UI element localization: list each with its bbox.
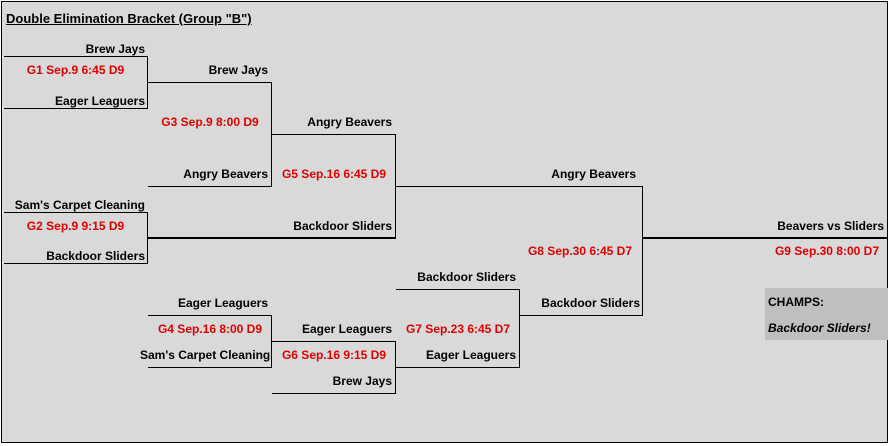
g5-connector <box>395 134 396 238</box>
g8-game-label: G8 Sep.30 6:45 D7 <box>527 244 633 258</box>
g1-bottom-line <box>4 108 148 109</box>
g2-connector <box>147 212 148 264</box>
g8-bottom-line <box>520 315 643 316</box>
g6-top-line <box>272 341 396 342</box>
g5-top-team: Angry Beavers <box>307 115 392 129</box>
g4-bottom-line <box>148 367 272 368</box>
g7-top-line <box>396 289 520 290</box>
g2-bottom-line <box>4 263 148 264</box>
g7-bottom-line <box>396 367 520 368</box>
g6-game-label: G6 Sep.16 9:15 D9 <box>281 348 387 362</box>
g4-top-line <box>148 315 272 316</box>
g7-game-label: G7 Sep.23 6:45 D7 <box>405 322 511 336</box>
g4-bottom-team: Sam's Carpet Cleaning <box>140 348 271 362</box>
g5-bottom-team: Backdoor Sliders <box>293 219 392 233</box>
g3-top-team: Brew Jays <box>208 63 268 77</box>
g3-connector <box>271 82 272 187</box>
g2-bottom-team: Backdoor Sliders <box>46 249 145 263</box>
g7-top-team: Backdoor Sliders <box>417 270 516 284</box>
g1-top-line <box>4 56 148 57</box>
g7-connector <box>519 289 520 368</box>
g5-top-line <box>272 134 396 135</box>
g2-top-line <box>4 212 148 213</box>
g6-connector <box>395 341 396 394</box>
g1-top-team: Brew Jays <box>85 42 145 56</box>
g6-bottom-team: Brew Jays <box>332 374 392 388</box>
g4-game-label: G4 Sep.16 8:00 D9 <box>157 322 263 336</box>
g8-top-team: Angry Beavers <box>551 167 636 181</box>
champions-box <box>765 288 888 340</box>
page-title: Double Elimination Bracket (Group "B") <box>6 11 252 26</box>
champions-label: CHAMPS: <box>768 295 824 309</box>
g3-top-line <box>148 82 272 83</box>
g6-bottom-line <box>272 393 396 394</box>
g3-bottom-line <box>148 186 272 187</box>
g3-bottom-team: Angry Beavers <box>183 167 268 181</box>
g8-bottom-team: Backdoor Sliders <box>541 296 640 310</box>
g1-connector <box>147 56 148 109</box>
g2-game-label: G2 Sep.9 9:15 D9 <box>26 219 125 233</box>
g8-top-line <box>396 186 643 187</box>
g8-connector <box>642 186 643 316</box>
g5-game-label: G5 Sep.16 6:45 D9 <box>281 167 387 181</box>
g5-bottom-line <box>148 237 396 239</box>
champions-winner: Backdoor Sliders! <box>768 321 871 335</box>
g6-top-team: Eager Leaguers <box>301 322 392 336</box>
g9-game-label: G9 Sep.30 8:00 D7 <box>774 244 879 258</box>
g1-bottom-team: Eager Leaguers <box>54 94 145 108</box>
g4-connector <box>271 315 272 368</box>
g1-game-label: G1 Sep.9 6:45 D9 <box>26 63 125 77</box>
g9-matchup: Beavers vs Sliders <box>777 219 884 233</box>
g7-bottom-team: Eager Leaguers <box>425 348 516 362</box>
g3-game-label: G3 Sep.9 8:00 D9 <box>161 115 259 129</box>
g4-top-team: Eager Leaguers <box>177 296 268 310</box>
g9-line <box>643 237 888 239</box>
g2-top-team: Sam's Carpet Cleaning <box>14 198 145 212</box>
